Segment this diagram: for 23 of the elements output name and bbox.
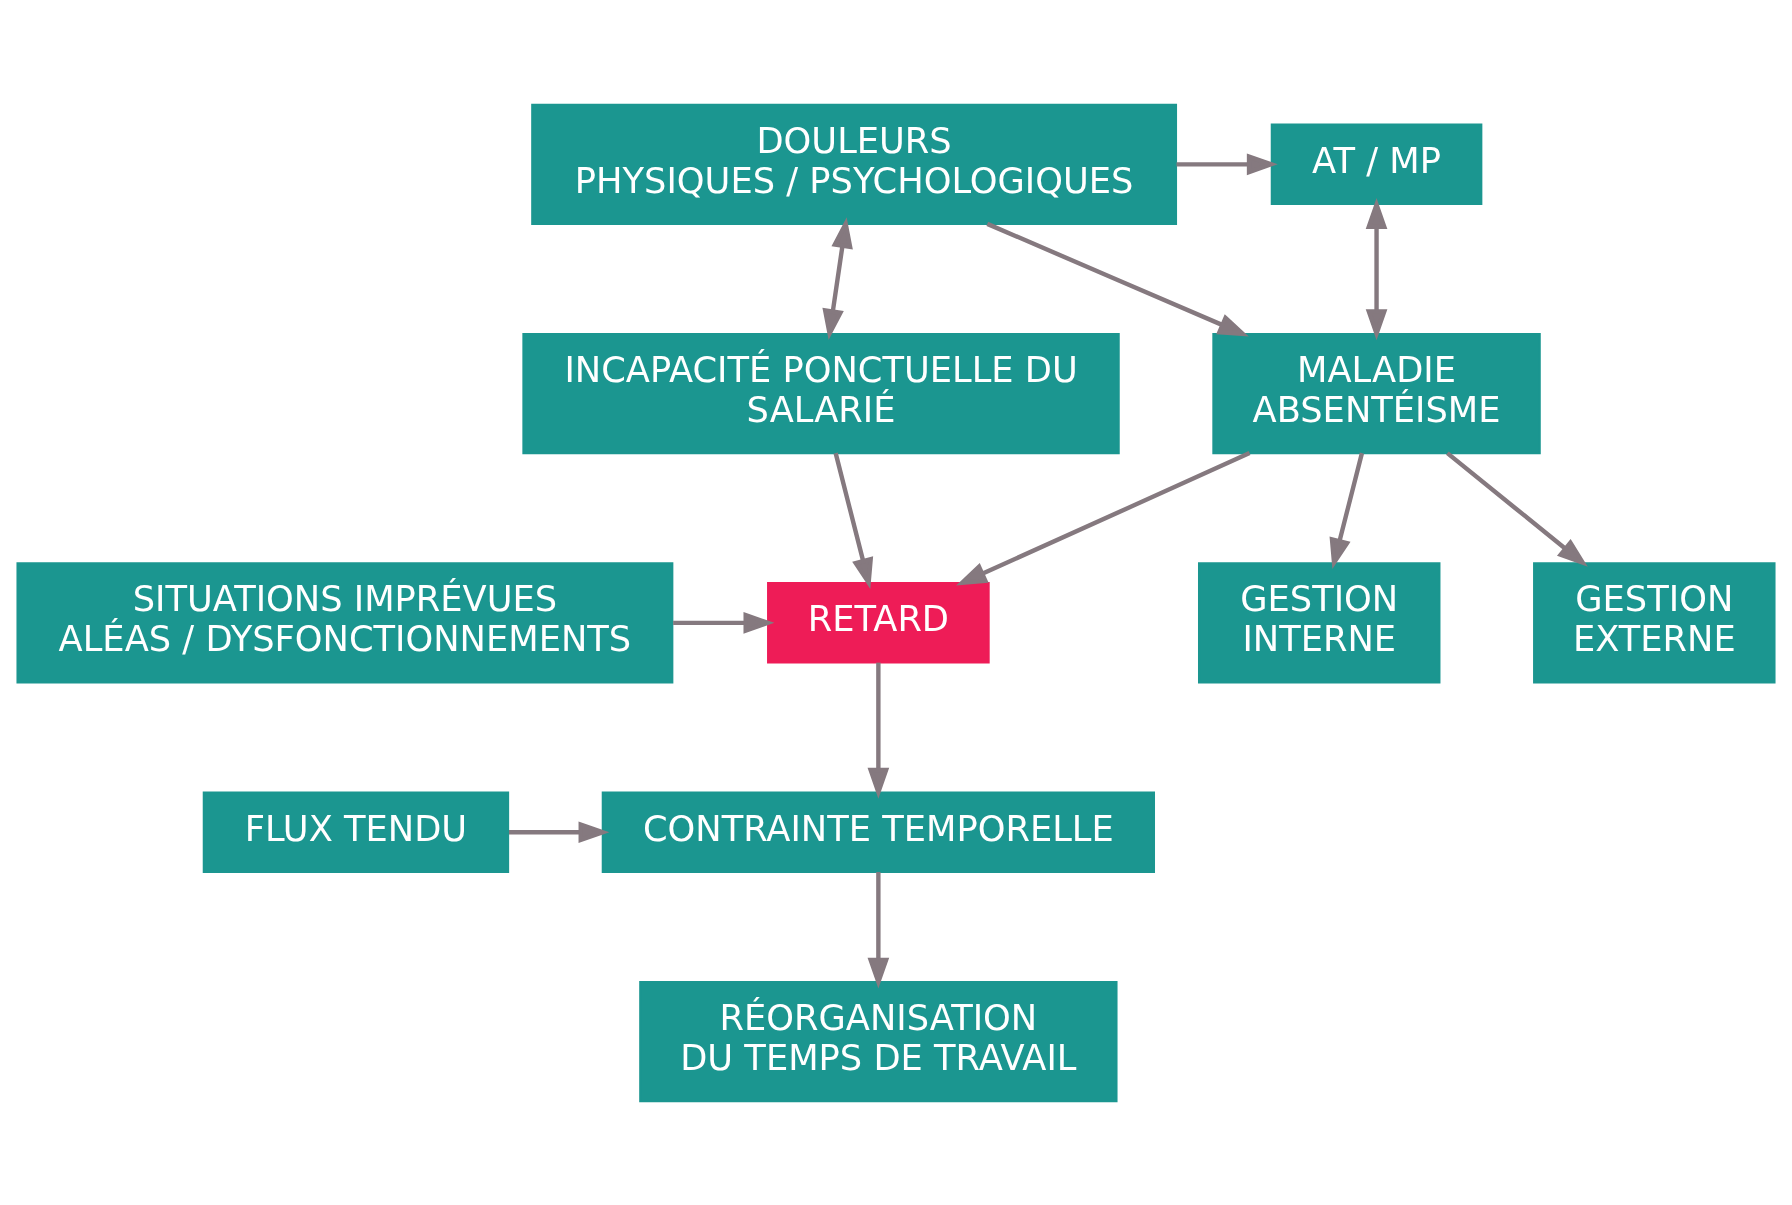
- node-box: GESTION EXTERNE: [1533, 561, 1776, 683]
- node-box: DOULEURS PHYSIQUES / PSYCHOLOGIQUES: [531, 103, 1178, 225]
- node-box: RÉORGANISATION DU TEMPS DE TRAVAIL: [639, 980, 1118, 1102]
- node-box: GESTION INTERNE: [1198, 561, 1441, 683]
- arrow: [509, 820, 610, 843]
- arrow: [1365, 197, 1388, 340]
- node-box: INCAPACITÉ PONCTUELLE DU SALARIÉ: [522, 332, 1120, 454]
- node-box: SITUATIONS IMPRÉVUES ALÉAS / DYSFONCTIONNEMENTS: [16, 561, 674, 683]
- arrow: [1176, 153, 1278, 175]
- arrow: [1329, 452, 1365, 569]
- arrow: [833, 452, 874, 589]
- arrow: [986, 221, 1249, 336]
- node-box: FLUX TENDU: [202, 790, 510, 873]
- arrow: [867, 871, 890, 989]
- node-box: MALADIE ABSENTÉISME: [1212, 332, 1541, 454]
- arrow: [956, 450, 1251, 586]
- node-box: RETARD: [767, 581, 990, 664]
- arrow: [673, 611, 775, 634]
- arrow: [867, 662, 890, 799]
- node-box: CONTRAINTE TEMPORELLE: [601, 790, 1155, 873]
- node-box: AT / MP: [1270, 123, 1483, 205]
- arrow: [1445, 450, 1588, 567]
- arrow: [822, 216, 853, 340]
